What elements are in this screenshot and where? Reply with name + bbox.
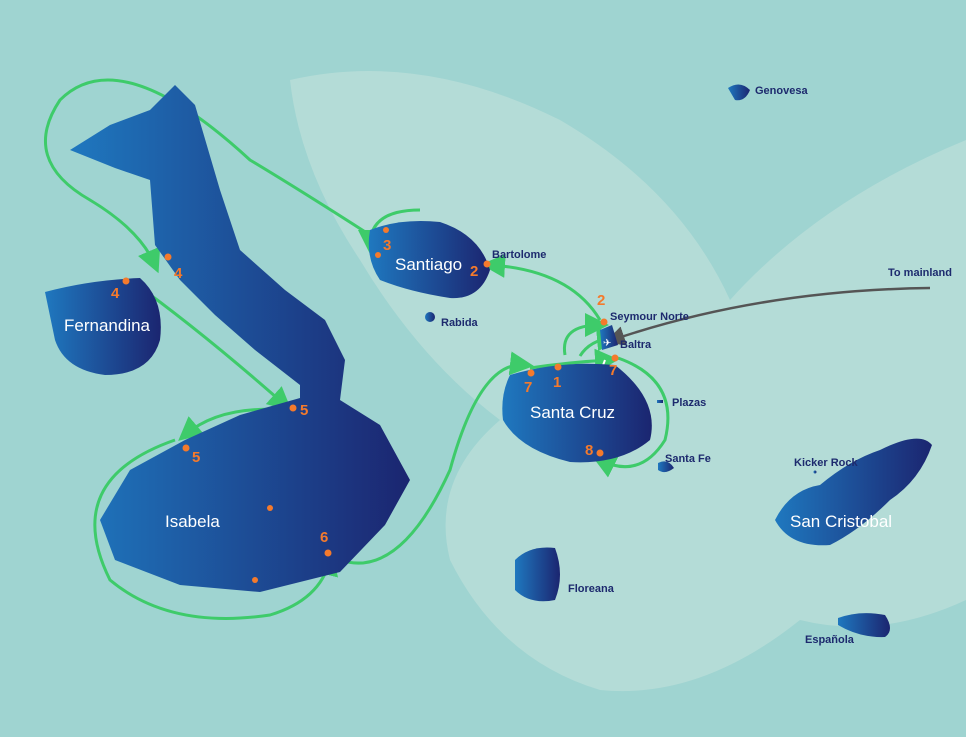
site-2-bartolome: 2 (470, 263, 478, 280)
label-isabela: Isabela (165, 512, 220, 531)
island-santiago (368, 221, 490, 299)
label-genovesa: Genovesa (755, 85, 808, 97)
island-genovesa (728, 84, 750, 101)
site-5-north: 5 (300, 402, 308, 419)
site-1: 1 (553, 374, 561, 391)
island-espanola (838, 613, 890, 638)
site-4-fernandina: 4 (111, 285, 120, 302)
island-baltra (600, 325, 618, 350)
site-7-west: 7 (524, 379, 532, 396)
label-kicker-rock: Kicker Rock (794, 457, 858, 469)
site-3: 3 (383, 237, 391, 254)
label-to-mainland: To mainland (888, 267, 952, 279)
island-santa-cruz (502, 363, 652, 463)
site-markers (122, 227, 619, 583)
label-fernandina: Fernandina (64, 316, 151, 335)
site-7-east: 7 (609, 362, 617, 379)
label-seymour-norte: Seymour Norte (610, 311, 689, 323)
site-numbers: 4 4 3 2 2 5 5 6 7 1 7 8 (111, 237, 617, 546)
island-san-cristobal (775, 438, 932, 546)
label-floreana: Floreana (568, 583, 615, 595)
label-rabida: Rabida (441, 317, 479, 329)
label-santa-fe: Santa Fe (665, 453, 711, 465)
island-floreana (515, 547, 560, 602)
airplane-icon: ✈ (603, 338, 611, 349)
site-4-isabela: 4 (174, 265, 183, 282)
island-kicker-rock (813, 470, 817, 474)
label-santiago: Santiago (395, 255, 462, 274)
label-santa-cruz: Santa Cruz (530, 403, 615, 422)
island-plazas (657, 400, 663, 403)
label-espanola: Española (805, 634, 855, 646)
site-2-seymour: 2 (597, 292, 605, 309)
label-san-cristobal: San Cristobal (790, 512, 892, 531)
label-baltra: Baltra (620, 339, 652, 351)
island-santa-fe (658, 461, 674, 473)
site-8: 8 (585, 442, 593, 459)
label-bartolome: Bartolome (492, 249, 546, 261)
label-plazas: Plazas (672, 397, 706, 409)
site-5-west: 5 (192, 449, 200, 466)
site-6: 6 (320, 529, 328, 546)
mainland-arrow (604, 286, 931, 346)
island-isabela (70, 85, 410, 592)
island-rabida (425, 312, 435, 322)
island-fernandina (45, 278, 161, 375)
